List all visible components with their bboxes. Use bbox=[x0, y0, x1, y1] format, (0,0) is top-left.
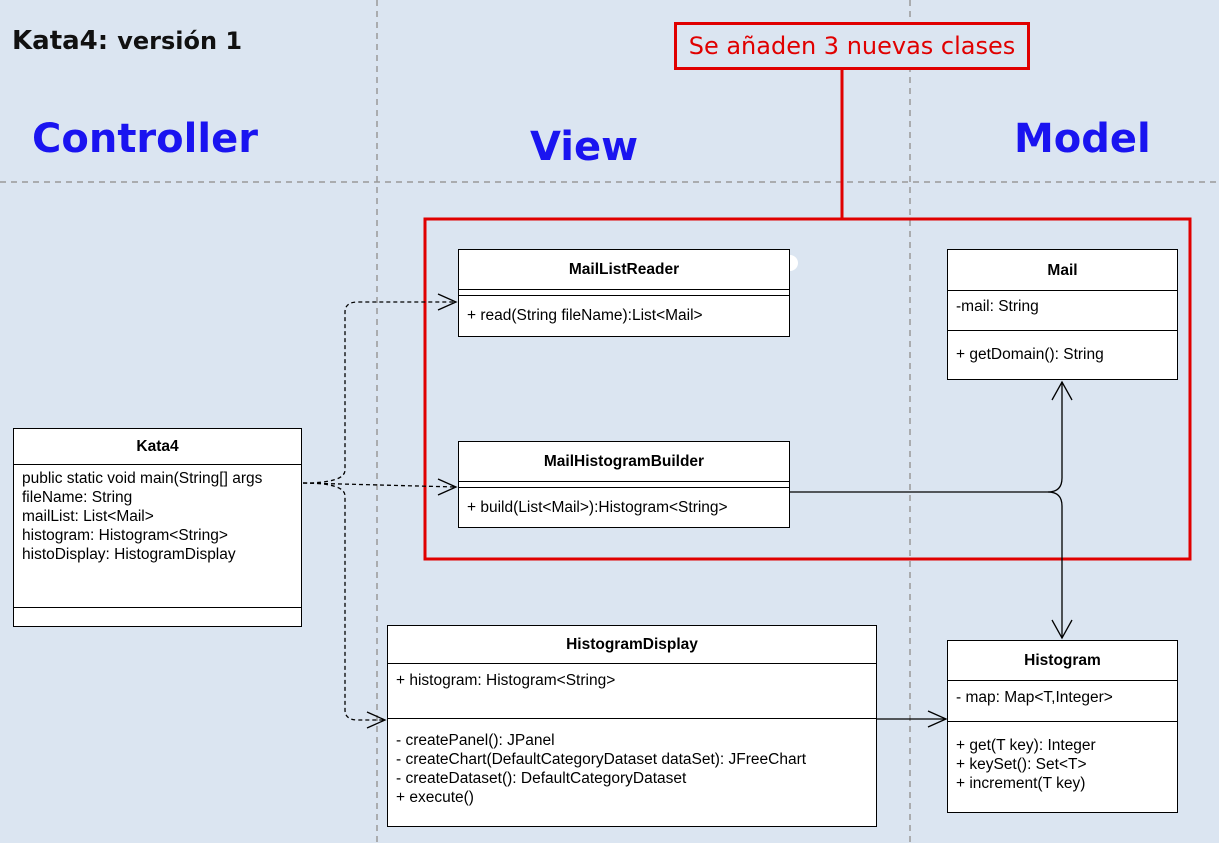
class-attributes bbox=[459, 290, 789, 296]
method: + keySet(): Set<T> bbox=[956, 756, 1087, 773]
arrowhead-histogramdisplay bbox=[366, 711, 387, 729]
section-model: Model bbox=[1014, 116, 1151, 162]
class-maillistreader[interactable]: MailListReader + read(String fileName):L… bbox=[458, 249, 790, 337]
attribute: histoDisplay: HistogramDisplay bbox=[22, 546, 236, 563]
page-title: Kata4: versión 1 bbox=[12, 26, 242, 56]
attribute: histogram: Histogram<String> bbox=[22, 527, 228, 544]
assoc-builder-to-histogram bbox=[1047, 491, 1063, 638]
attribute: - map: Map<T,Integer> bbox=[956, 689, 1113, 706]
class-mailhistogrambuilder[interactable]: MailHistogramBuilder + build(List<Mail>)… bbox=[458, 441, 790, 528]
method: - createChart(DefaultCategoryDataset dat… bbox=[396, 751, 807, 768]
attribute: + histogram: Histogram<String> bbox=[396, 672, 616, 689]
arrowhead-mail bbox=[1051, 380, 1073, 401]
attribute: -mail: String bbox=[956, 298, 1039, 315]
class-name: Kata4 bbox=[14, 429, 301, 465]
method: - createDataset(): DefaultCategoryDatase… bbox=[396, 770, 687, 787]
class-attributes: - map: Map<T,Integer> bbox=[948, 681, 1177, 722]
class-name: MailListReader bbox=[459, 250, 789, 290]
class-methods: + get(T key): Integer + keySet(): Set<T>… bbox=[948, 722, 1177, 796]
class-methods bbox=[14, 608, 301, 614]
class-name: Mail bbox=[948, 250, 1177, 291]
method: + execute() bbox=[396, 789, 474, 806]
section-view: View bbox=[530, 124, 639, 170]
class-name: Histogram bbox=[948, 641, 1177, 681]
section-controller: Controller bbox=[32, 116, 258, 162]
page-title-bold: Kata4: bbox=[12, 26, 109, 56]
assoc-builder-to-mail bbox=[790, 382, 1063, 493]
new-classes-highlight bbox=[423, 217, 1192, 561]
class-histogram[interactable]: Histogram - map: Map<T,Integer> + get(T … bbox=[947, 640, 1178, 813]
method: + build(List<Mail>):Histogram<String> bbox=[467, 499, 728, 516]
class-attributes bbox=[459, 482, 789, 488]
attribute: public static void main(String[] args bbox=[22, 470, 263, 487]
arrowhead-mailhistogrambuilder bbox=[437, 478, 458, 496]
attribute: mailList: List<Mail> bbox=[22, 508, 154, 525]
class-methods: + getDomain(): String bbox=[948, 331, 1177, 367]
class-methods: - createPanel(): JPanel - createChart(De… bbox=[388, 719, 876, 810]
class-name: MailHistogramBuilder bbox=[459, 442, 789, 482]
method: + getDomain(): String bbox=[956, 346, 1104, 363]
method: + increment(T key) bbox=[956, 775, 1086, 792]
method: + get(T key): Integer bbox=[956, 737, 1096, 754]
method: + read(String fileName):List<Mail> bbox=[467, 307, 703, 324]
class-name: HistogramDisplay bbox=[388, 626, 876, 664]
arrowhead-maillistreader bbox=[437, 293, 458, 311]
dep-kata4-maillistreader bbox=[302, 301, 456, 484]
dep-kata4-mailhistogrambuilder bbox=[302, 482, 457, 488]
attribute: fileName: String bbox=[22, 489, 133, 506]
arrowhead-histogram bbox=[1051, 619, 1073, 640]
new-classes-callout: Se añaden 3 nuevas clases bbox=[674, 22, 1030, 70]
class-mail[interactable]: Mail -mail: String + getDomain(): String bbox=[947, 249, 1178, 380]
class-attributes: public static void main(String[] args fi… bbox=[14, 465, 301, 608]
class-kata4[interactable]: Kata4 public static void main(String[] a… bbox=[13, 428, 302, 627]
arrowhead-histogram-from-display bbox=[927, 710, 948, 728]
class-attributes: -mail: String bbox=[948, 291, 1177, 331]
page-title-version: versión 1 bbox=[117, 27, 243, 55]
class-histogramdisplay[interactable]: HistogramDisplay + histogram: Histogram<… bbox=[387, 625, 877, 827]
class-methods: + read(String fileName):List<Mail> bbox=[459, 296, 789, 328]
class-attributes: + histogram: Histogram<String> bbox=[388, 664, 876, 719]
dep-kata4-histogramdisplay bbox=[302, 482, 385, 721]
class-methods: + build(List<Mail>):Histogram<String> bbox=[459, 488, 789, 520]
method: - createPanel(): JPanel bbox=[396, 732, 555, 749]
